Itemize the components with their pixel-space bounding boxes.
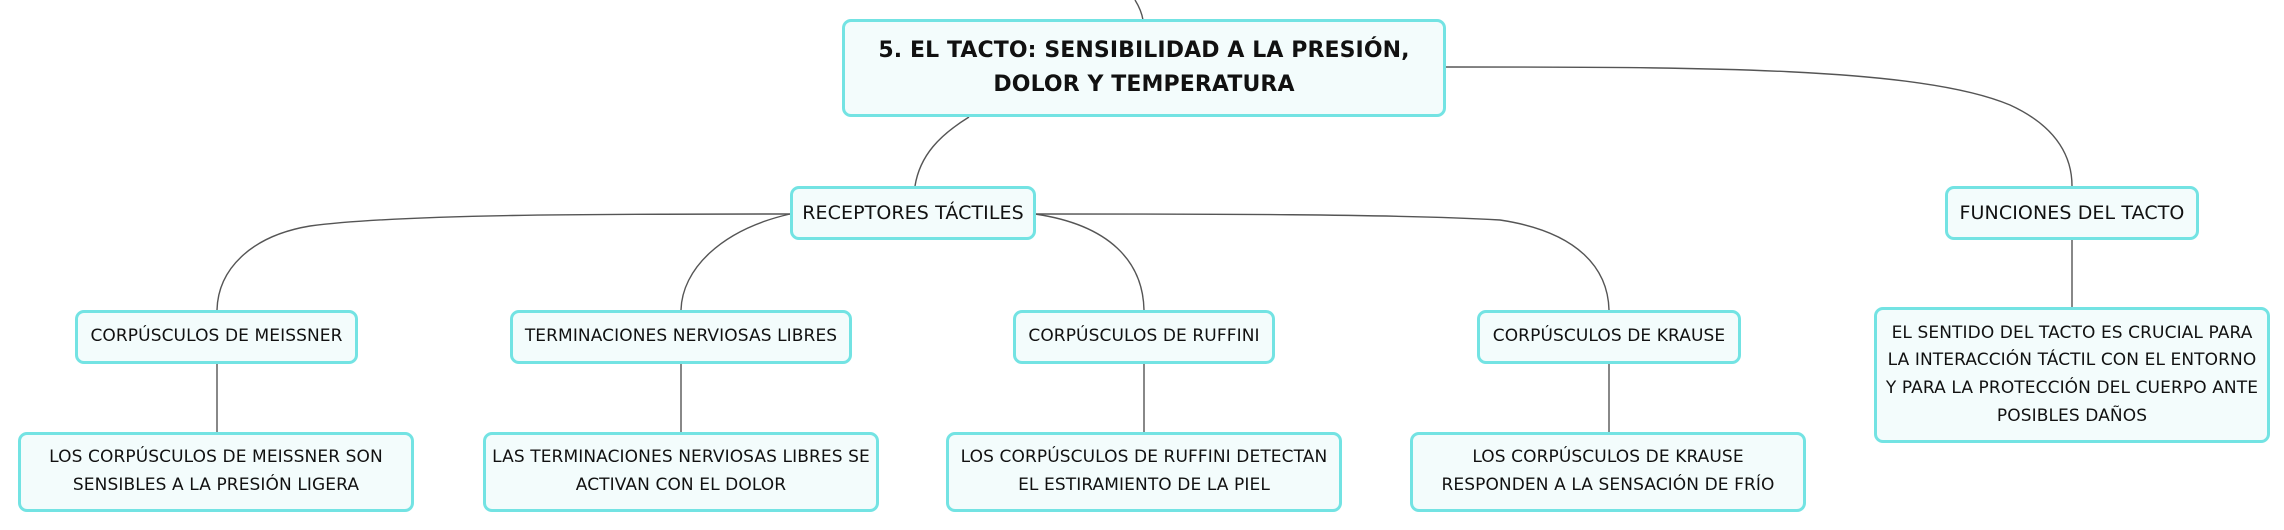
detail-terminaciones[interactable]: LAS TERMINACIONES NERVIOSAS LIBRES SE AC… bbox=[483, 432, 879, 512]
node-receptores-tactiles[interactable]: RECEPTORES TÁCTILES bbox=[790, 186, 1036, 240]
edge-receptores-to-terminaciones bbox=[680, 213, 791, 311]
edge-receptores-to-ruffini bbox=[1034, 213, 1145, 311]
edge-receptores-to-meissner bbox=[216, 213, 791, 311]
detail-ruffini[interactable]: LOS CORPÚSCULOS DE RUFFINI DETECTAN EL E… bbox=[946, 432, 1342, 512]
detail-terminaciones-text: LAS TERMINACIONES NERVIOSAS LIBRES SE AC… bbox=[492, 447, 870, 495]
root-node-label: 5. EL TACTO: SENSIBILIDAD A LA PRESIÓN, … bbox=[878, 37, 1410, 97]
node-corpusculos-krause[interactable]: CORPÚSCULOS DE KRAUSE bbox=[1477, 310, 1741, 364]
edge-root-to-receptores bbox=[914, 116, 970, 187]
edge-parent-to-root bbox=[1134, 0, 1144, 21]
node-corpusculos-ruffini[interactable]: CORPÚSCULOS DE RUFFINI bbox=[1013, 310, 1275, 364]
detail-krause[interactable]: LOS CORPÚSCULOS DE KRAUSE RESPONDEN A LA… bbox=[1410, 432, 1806, 512]
node-corpusculos-krause-label: CORPÚSCULOS DE KRAUSE bbox=[1492, 326, 1726, 347]
node-terminaciones-nerviosas-libres-label: TERMINACIONES NERVIOSAS LIBRES bbox=[524, 326, 838, 347]
node-corpusculos-meissner-label: CORPÚSCULOS DE MEISSNER bbox=[90, 326, 343, 347]
root-node[interactable]: 5. EL TACTO: SENSIBILIDAD A LA PRESIÓN, … bbox=[842, 19, 1446, 117]
node-terminaciones-nerviosas-libres[interactable]: TERMINACIONES NERVIOSAS LIBRES bbox=[510, 310, 852, 364]
detail-meissner[interactable]: LOS CORPÚSCULOS DE MEISSNER SON SENSIBLE… bbox=[18, 432, 414, 512]
detail-meissner-text: LOS CORPÚSCULOS DE MEISSNER SON SENSIBLE… bbox=[49, 447, 383, 495]
edge-root-to-funciones bbox=[1443, 66, 2073, 187]
node-corpusculos-meissner[interactable]: CORPÚSCULOS DE MEISSNER bbox=[75, 310, 358, 364]
node-corpusculos-ruffini-label: CORPÚSCULOS DE RUFFINI bbox=[1028, 326, 1260, 347]
edge-receptores-to-krause bbox=[1034, 213, 1610, 311]
node-receptores-tactiles-label: RECEPTORES TÁCTILES bbox=[802, 201, 1024, 224]
detail-funciones[interactable]: EL SENTIDO DEL TACTO ES CRUCIAL PARA LA … bbox=[1874, 307, 2270, 443]
detail-krause-text: LOS CORPÚSCULOS DE KRAUSE RESPONDEN A LA… bbox=[1441, 447, 1775, 495]
detail-ruffini-text: LOS CORPÚSCULOS DE RUFFINI DETECTAN EL E… bbox=[960, 447, 1328, 495]
detail-funciones-text: EL SENTIDO DEL TACTO ES CRUCIAL PARA LA … bbox=[1885, 322, 2259, 426]
node-funciones-del-tacto-label: FUNCIONES DEL TACTO bbox=[1959, 201, 2185, 224]
node-funciones-del-tacto[interactable]: FUNCIONES DEL TACTO bbox=[1945, 186, 2199, 240]
